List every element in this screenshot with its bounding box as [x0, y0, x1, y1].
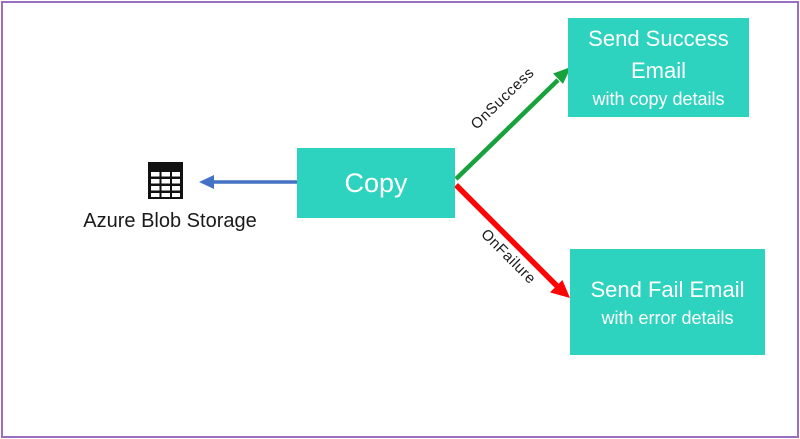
failure-activity-subtitle: with error details	[601, 307, 734, 328]
dataset-arrowhead-icon	[199, 175, 214, 189]
success-arrowhead-icon	[553, 67, 571, 84]
success-activity-title: Send Success Email	[588, 26, 729, 84]
table-icon	[148, 162, 183, 199]
failure-activity-title: Send Fail Email	[590, 276, 745, 302]
copy-activity-label: Copy	[344, 167, 408, 198]
failure-arrowhead-icon	[550, 280, 570, 298]
copy-activity-node: Copy	[297, 148, 455, 218]
source-dataset-label: Azure Blob Storage	[83, 210, 257, 232]
success-activity-node: Send Success Email with copy details	[568, 18, 749, 117]
on-failure-arrow	[454, 183, 570, 298]
failure-activity-node: Send Fail Email with error details	[570, 249, 765, 355]
on-success-arrow	[454, 67, 571, 181]
dataset-arrow	[199, 175, 297, 189]
success-activity-subtitle: with copy details	[592, 89, 725, 110]
